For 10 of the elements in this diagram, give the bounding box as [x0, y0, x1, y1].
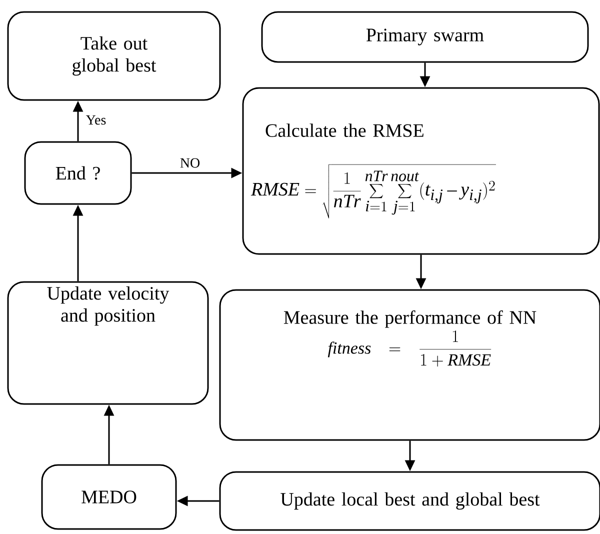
process-box: Take out global best — [7, 11, 221, 101]
process-box: MEDO — [41, 464, 177, 530]
edge-label: NO — [178, 157, 202, 169]
edge-label: Yes — [84, 114, 108, 126]
process-box: Update local best and global best — [219, 471, 600, 531]
process-box: Measure the performance of NN $fitness = \frac{1}{1+RMSE}$ — [219, 289, 600, 441]
process-box: Update velocity and position — [7, 281, 209, 405]
decision-box: End ? — [24, 141, 132, 205]
process-box: Primary swarm — [261, 11, 589, 63]
formula-box: Calculate the RMSE $RMSE = \sqrt{\frac{1}{nTr}\sum_{i=1}^{nTr}\sum_{j=1}^{nout}(t_{i,j}-y_{i,j})^2}$ — [242, 87, 600, 255]
